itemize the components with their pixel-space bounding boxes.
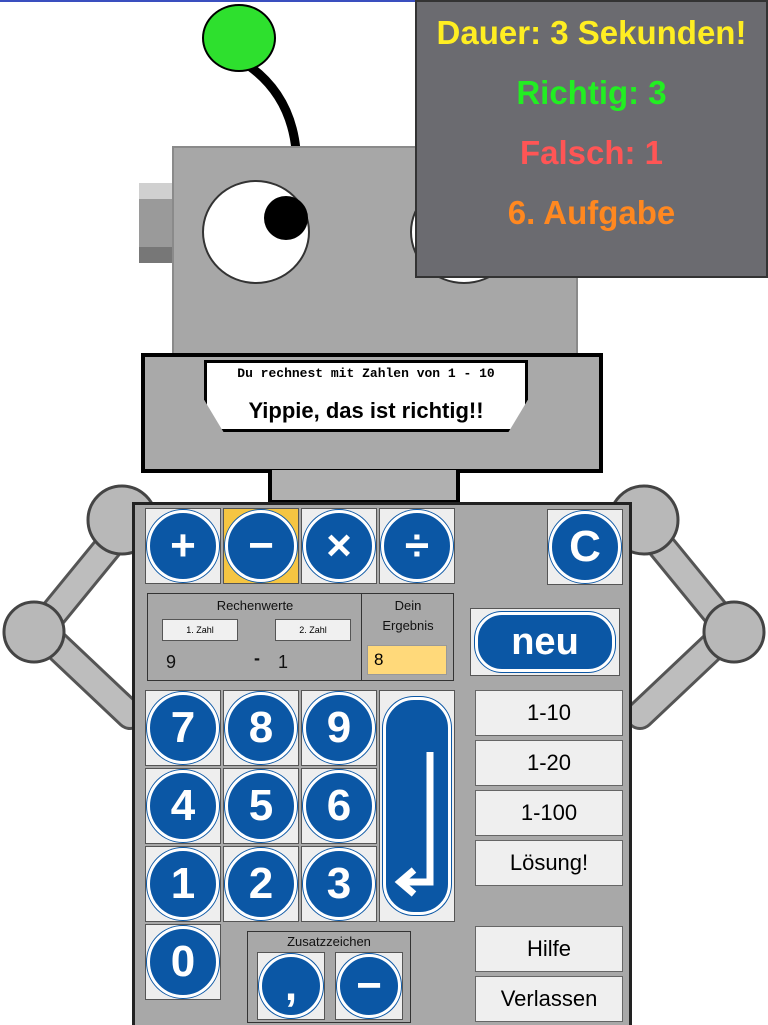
digit-9-button[interactable]: 9 bbox=[301, 690, 377, 766]
enter-button[interactable] bbox=[379, 690, 455, 922]
digit-5-icon: 5 bbox=[225, 770, 297, 842]
antenna-ball bbox=[202, 4, 276, 72]
negative-sign-icon: − bbox=[337, 954, 401, 1018]
zahl1-value: 9 bbox=[166, 652, 177, 672]
neu-label: neu bbox=[475, 612, 615, 672]
panel-divider bbox=[361, 593, 362, 681]
digit-3-icon: 3 bbox=[303, 848, 375, 920]
zahl2-button[interactable]: 2. Zahl bbox=[275, 619, 351, 641]
divide-icon: ÷ bbox=[381, 510, 453, 582]
multiply-icon: × bbox=[303, 510, 375, 582]
digit-4-icon: 4 bbox=[147, 770, 219, 842]
clear-icon: C bbox=[549, 511, 621, 583]
right-elbow bbox=[702, 600, 766, 664]
digit-2-button[interactable]: 2 bbox=[223, 846, 299, 922]
divide-button[interactable]: ÷ bbox=[379, 508, 455, 584]
comma-icon: , bbox=[259, 954, 323, 1018]
feedback-message: Yippie, das ist richtig!! bbox=[248, 398, 484, 423]
zahl2-value: 1 bbox=[278, 652, 289, 672]
input-panel bbox=[147, 593, 454, 681]
digit-8-button[interactable]: 8 bbox=[223, 690, 299, 766]
multiply-button[interactable]: × bbox=[301, 508, 377, 584]
digit-0-icon: 0 bbox=[147, 926, 219, 998]
robot-left-pupil bbox=[264, 196, 308, 240]
rechenwerte-label: Rechenwerte bbox=[216, 598, 294, 613]
enter-icon bbox=[383, 697, 451, 915]
digit-8-icon: 8 bbox=[225, 692, 297, 764]
minus-button[interactable]: − bbox=[223, 508, 299, 584]
digit-5-button[interactable]: 5 bbox=[223, 768, 299, 844]
range-1-10-button[interactable]: 1-10 bbox=[475, 690, 623, 736]
exit-button[interactable]: Verlassen bbox=[475, 976, 623, 1022]
wrong-count: Falsch: 1 bbox=[519, 134, 664, 171]
help-button[interactable]: Hilfe bbox=[475, 926, 623, 972]
digit-2-icon: 2 bbox=[225, 848, 297, 920]
robot-ear-shadow bbox=[139, 247, 175, 263]
extra-signs-panel bbox=[247, 931, 411, 1023]
comma-button[interactable]: , bbox=[257, 952, 325, 1020]
extra-signs-label: Zusatzzeichen bbox=[287, 934, 371, 949]
digit-4-button[interactable]: 4 bbox=[145, 768, 221, 844]
antenna-wire bbox=[237, 56, 301, 151]
ergebnis-label: Ergebnis bbox=[382, 618, 434, 633]
left-elbow bbox=[2, 600, 66, 664]
result-input[interactable]: 8 bbox=[367, 645, 447, 675]
range-1-100-button[interactable]: 1-100 bbox=[475, 790, 623, 836]
plus-icon: + bbox=[147, 510, 219, 582]
operator-value: - bbox=[254, 648, 260, 668]
clear-button[interactable]: C bbox=[547, 509, 623, 585]
solution-button[interactable]: Lösung! bbox=[475, 840, 623, 886]
range-info-text: Du rechnest mit Zahlen von 1 - 10 bbox=[237, 366, 495, 381]
correct-count: Richtig: 3 bbox=[516, 74, 667, 111]
digit-3-button[interactable]: 3 bbox=[301, 846, 377, 922]
digit-7-button[interactable]: 7 bbox=[145, 690, 221, 766]
task-number: 6. Aufgabe bbox=[507, 194, 676, 231]
robot-ear-highlight bbox=[139, 183, 175, 199]
top-border-line bbox=[0, 0, 768, 2]
digit-1-button[interactable]: 1 bbox=[145, 846, 221, 922]
digit-9-icon: 9 bbox=[303, 692, 375, 764]
plus-button[interactable]: + bbox=[145, 508, 221, 584]
digit-1-icon: 1 bbox=[147, 848, 219, 920]
digit-7-icon: 7 bbox=[147, 692, 219, 764]
enter-arrow-icon bbox=[394, 752, 434, 897]
zahl1-button[interactable]: 1. Zahl bbox=[162, 619, 238, 641]
digit-6-button[interactable]: 6 bbox=[301, 768, 377, 844]
message-display bbox=[204, 360, 528, 432]
robot-neck bbox=[268, 470, 460, 504]
score-panel: Dauer: 3 Sekunden! Richtig: 3 Falsch: 1 … bbox=[415, 0, 768, 278]
result-label: Dein Ergebnis bbox=[362, 596, 454, 636]
dein-label: Dein bbox=[394, 598, 422, 613]
minus-icon: − bbox=[225, 510, 297, 582]
digit-6-icon: 6 bbox=[303, 770, 375, 842]
new-task-button[interactable]: neu bbox=[470, 608, 620, 676]
negative-sign-button[interactable]: − bbox=[335, 952, 403, 1020]
range-1-20-button[interactable]: 1-20 bbox=[475, 740, 623, 786]
digit-0-button[interactable]: 0 bbox=[145, 924, 221, 1000]
duration-text: Dauer: 3 Sekunden! bbox=[436, 14, 747, 51]
